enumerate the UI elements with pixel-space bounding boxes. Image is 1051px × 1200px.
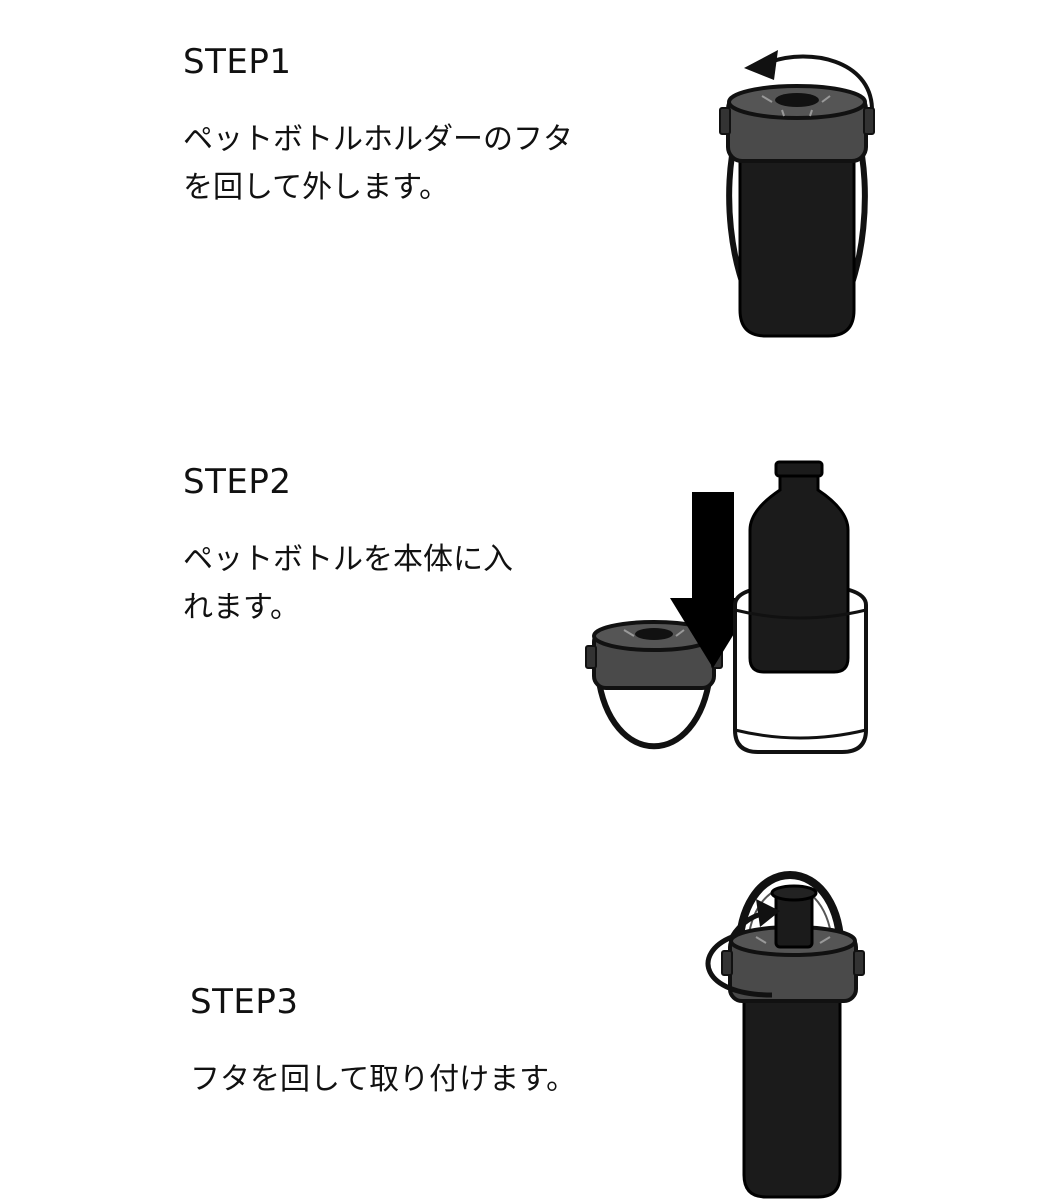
assembled-holder-icon <box>721 871 865 1199</box>
rotate-arrow-icon <box>744 50 874 109</box>
step-3-description-line-1: フタを回して取り付けます。 <box>190 1062 577 1097</box>
step-2-description-line-2: れます。 <box>183 590 300 625</box>
rotate-arrow-icon <box>705 899 780 998</box>
step-1-illustration <box>719 50 875 338</box>
detached-lid-icon <box>585 620 723 750</box>
step-2-description: ペットボトルを本体に入 れます。 <box>183 536 513 632</box>
step-2-title: STEP2 <box>183 462 292 502</box>
step-1-title: STEP1 <box>183 42 292 82</box>
step-1-description: ペットボトルホルダーのフタ を回して外します。 <box>183 116 573 212</box>
step-3-title: STEP3 <box>190 982 299 1022</box>
holder-with-lid-icon <box>719 84 875 338</box>
step-2-description-line-1: ペットボトルを本体に入 <box>183 542 513 577</box>
step-3-description: フタを回して取り付けます。 <box>190 1056 576 1104</box>
step-1-description-line-1: ペットボトルホルダーのフタ <box>183 122 573 157</box>
pet-bottle-icon <box>748 460 850 674</box>
step-3-illustration <box>705 871 865 1199</box>
step-1-description-line-2: を回して外します。 <box>183 170 450 205</box>
step-2-illustration <box>585 460 868 754</box>
